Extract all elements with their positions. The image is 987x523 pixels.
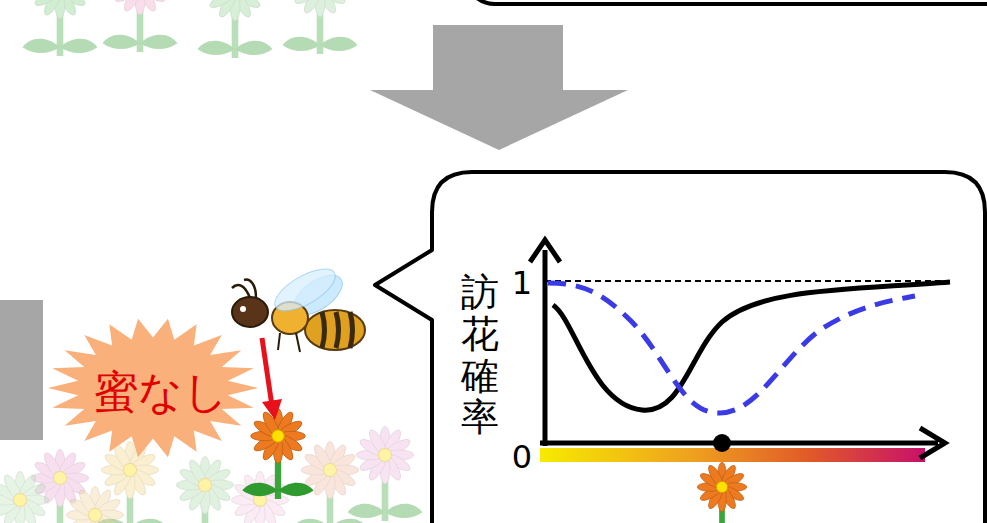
reference-line bbox=[545, 280, 950, 282]
faded-flower bbox=[103, 0, 178, 52]
bee-eye bbox=[240, 306, 246, 312]
visited-flower bbox=[242, 409, 313, 499]
red-arrow-head bbox=[262, 399, 282, 420]
blue-dashed-curve bbox=[548, 283, 915, 413]
flower-leaf bbox=[293, 519, 368, 523]
bubble-outline bbox=[375, 172, 985, 523]
axis-title: 訪花確率 bbox=[461, 272, 499, 439]
color-gradient-bar bbox=[540, 448, 925, 462]
flower-center bbox=[88, 508, 101, 521]
flower-center bbox=[13, 493, 26, 506]
flower-petal bbox=[208, 0, 238, 11]
faded-flower bbox=[0, 471, 57, 523]
bee-antenna bbox=[232, 280, 256, 298]
bee-head bbox=[232, 297, 268, 327]
flower-petal bbox=[113, 0, 143, 5]
faded-flower bbox=[93, 441, 168, 523]
tick-label: 1 bbox=[512, 264, 532, 302]
flower-leaf bbox=[242, 483, 313, 496]
flower-petal bbox=[293, 0, 323, 7]
flower-leaf bbox=[283, 37, 358, 51]
bee-abdomen bbox=[305, 310, 365, 350]
tick-label: 0 bbox=[512, 438, 532, 476]
flower-center bbox=[123, 463, 136, 476]
faded-flower bbox=[198, 0, 273, 58]
flower-petal bbox=[33, 0, 63, 9]
bee-stripe bbox=[322, 312, 325, 348]
upper-panel-edge bbox=[465, 0, 987, 4]
flower-leaf bbox=[23, 39, 98, 53]
axis-flower bbox=[690, 462, 755, 523]
bee-stripe bbox=[336, 312, 339, 348]
axis-marker-dot bbox=[713, 434, 731, 452]
flower-petal bbox=[121, 0, 144, 13]
faded-flower bbox=[283, 0, 358, 54]
side-arrow-bar bbox=[0, 300, 43, 440]
faded-flower bbox=[23, 0, 98, 56]
starburst-shape bbox=[48, 319, 258, 458]
faded-flower bbox=[58, 486, 133, 523]
speech-bubble: 訪花確率 1 0 bbox=[432, 172, 985, 523]
faded-flower bbox=[223, 471, 298, 523]
chart bbox=[530, 240, 950, 523]
bee-leg bbox=[278, 333, 300, 352]
faded-flower bbox=[168, 456, 243, 523]
bee-stripe bbox=[350, 312, 353, 348]
flower-center bbox=[53, 471, 66, 484]
starburst: 蜜なし bbox=[48, 318, 258, 458]
flower-center bbox=[378, 448, 391, 461]
x-axis bbox=[540, 428, 945, 458]
flower-leaf bbox=[103, 35, 178, 49]
faded-flower bbox=[348, 426, 423, 521]
starburst-text: 蜜なし bbox=[94, 363, 228, 422]
flower-leaf bbox=[198, 41, 273, 55]
red-arrow-shaft bbox=[262, 338, 272, 406]
y-axis bbox=[530, 240, 560, 446]
flower-center bbox=[716, 481, 727, 492]
flower-center bbox=[198, 478, 211, 491]
bee-wing bbox=[269, 261, 342, 319]
flower-center bbox=[272, 430, 285, 443]
flow-arrow bbox=[370, 25, 628, 150]
flower-center bbox=[323, 463, 336, 476]
bee bbox=[232, 261, 365, 352]
flower-leaf bbox=[348, 504, 423, 518]
